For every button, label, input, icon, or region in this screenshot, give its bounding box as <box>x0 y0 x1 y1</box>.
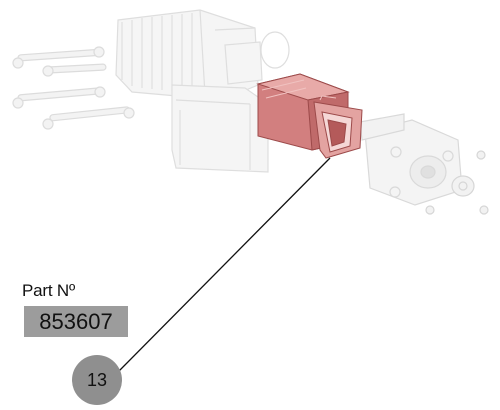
ghost-engine-block <box>115 9 290 101</box>
ghost-bolts <box>12 46 135 130</box>
highlighted-part-13 <box>256 73 363 159</box>
bolt-3 <box>12 86 106 109</box>
callout-leader-line <box>117 157 331 373</box>
bolt-4 <box>42 106 135 130</box>
bolt-1 <box>12 46 105 69</box>
bolt-2 <box>42 63 107 77</box>
callout-badge: 13 <box>72 355 122 405</box>
ghost-flange-plate <box>359 113 463 206</box>
part-number-value: 853607 <box>24 306 128 337</box>
ghost-bracket <box>171 84 269 173</box>
ghost-small-parts <box>425 150 489 215</box>
part-number-label: Part Nº <box>22 281 75 300</box>
